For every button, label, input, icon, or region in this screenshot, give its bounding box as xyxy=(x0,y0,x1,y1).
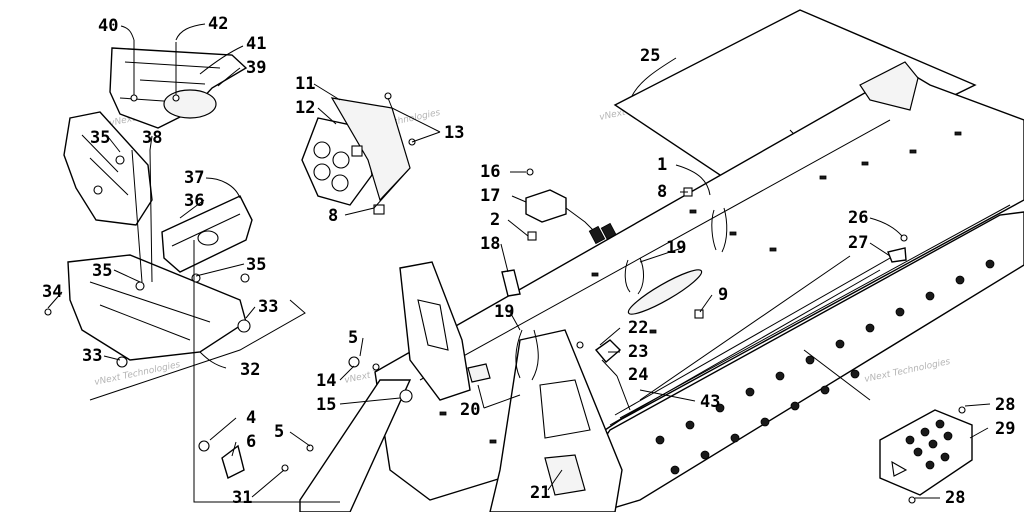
callout-1: 1 xyxy=(657,155,667,175)
callout-37: 37 xyxy=(184,168,204,188)
callout-8-left: 8 xyxy=(328,206,338,226)
steering-support xyxy=(161,195,253,273)
callout-28-upper: 28 xyxy=(995,395,1015,415)
callout-13: 13 xyxy=(444,123,464,143)
callout-26: 26 xyxy=(848,208,868,228)
callout-11: 11 xyxy=(295,74,315,94)
footrest-step xyxy=(879,409,973,496)
callout-14: 14 xyxy=(316,371,336,391)
callout-6: 6 xyxy=(246,432,256,452)
tunnel-slots xyxy=(439,131,962,444)
callout-22: 22 xyxy=(628,318,648,338)
callout-5-upper: 5 xyxy=(348,328,358,348)
callout-33-right: 33 xyxy=(258,297,278,317)
callout-15: 15 xyxy=(316,395,336,415)
callout-19-left: 19 xyxy=(494,302,514,322)
rear-a-frame xyxy=(489,329,623,512)
callout-35-middle: 35 xyxy=(92,261,112,281)
callout-21: 21 xyxy=(530,483,550,503)
callout-20: 20 xyxy=(460,400,480,420)
callout-18: 18 xyxy=(480,234,500,254)
callout-12: 12 xyxy=(295,98,315,118)
callout-35-right: 35 xyxy=(246,255,266,275)
callout-16: 16 xyxy=(480,162,500,182)
callout-29: 29 xyxy=(995,419,1015,439)
upper-cover-panel xyxy=(109,40,248,129)
callout-9: 9 xyxy=(718,285,728,305)
watermark-8: vNext Technologies xyxy=(864,357,952,385)
callout-40: 40 xyxy=(98,16,118,36)
callout-25: 25 xyxy=(640,46,660,66)
callout-41: 41 xyxy=(246,34,266,54)
front-a-frame xyxy=(299,261,471,512)
callout-27: 27 xyxy=(848,233,868,253)
callout-33-left: 33 xyxy=(82,346,102,366)
callout-8-right: 8 xyxy=(657,182,667,202)
callout-35-upper: 35 xyxy=(90,128,110,148)
callout-23: 23 xyxy=(628,342,648,362)
callout-4: 4 xyxy=(246,408,256,428)
callout-31: 31 xyxy=(232,488,252,508)
callout-2: 2 xyxy=(490,210,500,230)
side-rail xyxy=(589,211,1024,512)
callout-28-lower: 28 xyxy=(945,488,965,508)
callout-labels: 40 42 41 39 35 38 37 36 35 35 34 33 33 3… xyxy=(42,14,1015,508)
rail-vents xyxy=(655,259,995,475)
callout-43: 43 xyxy=(700,392,720,412)
left-bracket xyxy=(63,111,153,226)
electrical-module xyxy=(525,168,618,245)
callout-5-lower: 5 xyxy=(274,422,284,442)
callout-38: 38 xyxy=(142,128,162,148)
hardware xyxy=(44,187,966,504)
callout-32: 32 xyxy=(240,360,260,380)
leader-lines xyxy=(47,23,991,503)
callout-24: 24 xyxy=(628,365,648,385)
perforated-bracket xyxy=(301,92,416,215)
callout-42: 42 xyxy=(208,14,228,34)
callout-39: 39 xyxy=(246,58,266,78)
callout-19-right: 19 xyxy=(666,238,686,258)
callout-36: 36 xyxy=(184,191,204,211)
callout-34: 34 xyxy=(42,282,62,302)
callout-17: 17 xyxy=(480,186,500,206)
